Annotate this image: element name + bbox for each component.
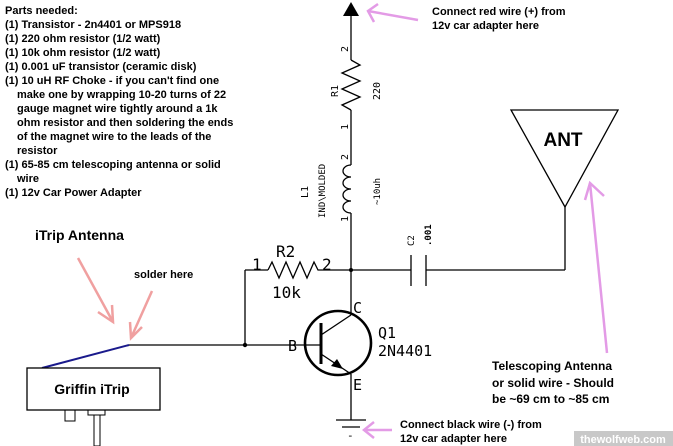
telescoping-note-line2: or solid wire - Should <box>492 376 614 390</box>
parts-line: resistor <box>17 145 58 157</box>
supply-rail <box>340 2 362 315</box>
parts-line: (1) Transistor - 2n4401 or MPS918 <box>5 19 181 31</box>
parts-line: (1) 0.001 uF transistor (ceramic disk) <box>5 61 197 73</box>
parts-title: Parts needed: <box>5 5 78 17</box>
itrip-connector <box>64 409 76 422</box>
ground-icon <box>336 419 366 428</box>
q1-part-label: 2N4401 <box>378 342 432 360</box>
watermark: thewolfweb.com <box>580 434 666 446</box>
parts-line: (1) 12v Car Power Adapter <box>5 187 142 199</box>
l1-pin2-label: 2 <box>340 154 351 160</box>
r1-ref-label: R1 <box>330 85 341 97</box>
parts-line: wire <box>16 173 39 185</box>
parts-line: ohm resistor and then soldering the ends <box>17 117 233 129</box>
l1-pin1-label: 1 <box>340 216 351 222</box>
itrip-antenna-wire <box>41 344 130 369</box>
q1-ref-label: Q1 <box>378 324 396 342</box>
black-wire-note-line2: 12v car adapter here <box>400 433 507 445</box>
watermark-bg <box>574 431 673 446</box>
black-wire-note-line1: Connect black wire (-) from <box>400 419 542 431</box>
l1-ref-label: L1 <box>300 186 311 198</box>
parts-line: of the magnet wire to the leads of the <box>17 131 211 143</box>
itrip-antenna-label: iTrip Antenna <box>35 227 124 243</box>
annotation-arrows <box>76 2 609 439</box>
parts-line: gauge magnet wire tightly around a 1k <box>17 103 218 115</box>
telescoping-note-line1: Telescoping Antenna <box>492 359 612 373</box>
red-wire-note-line1: Connect red wire (+) from <box>432 6 566 18</box>
r2-pin2-label: 2 <box>322 255 332 274</box>
emitter-label: E <box>353 376 362 394</box>
parts-line: (1) 220 ohm resistor (1/2 watt) <box>5 33 161 45</box>
parts-line: make one by wrapping 10-20 turns of 22 <box>17 89 226 101</box>
r2-pin1-label: 1 <box>252 255 262 274</box>
parts-line: (1) 65-85 cm telescoping antenna or soli… <box>5 159 221 171</box>
r2-value-label: 10k <box>272 283 301 302</box>
parts-line: (1) 10 uH RF Choke - if you can't find o… <box>5 75 219 87</box>
c2-value-label: .001 <box>424 224 434 246</box>
base-label: B <box>288 337 297 355</box>
l1-value-label: ~10uh <box>373 178 383 205</box>
collector-label: C <box>353 299 362 317</box>
q1-transistor <box>129 309 373 420</box>
r1-pin1-label: 1 <box>340 124 351 130</box>
l1-inductor <box>342 164 352 214</box>
l1-type-label: IND\MOLDED <box>318 164 328 218</box>
r2-resistor <box>267 260 351 280</box>
c2-ref-label: C2 <box>407 235 417 246</box>
ground-minus-label: - <box>347 429 354 442</box>
vcc-arrow-icon <box>343 2 359 16</box>
r2-ref-label: R2 <box>276 242 295 261</box>
r1-value-label: 220 <box>372 82 383 100</box>
telescoping-note-line3: be ~69 cm to ~85 cm <box>492 392 609 406</box>
solder-here-label: solder here <box>134 269 193 281</box>
r1-resistor <box>340 59 362 111</box>
parts-list: Parts needed: (1) Transistor - 2n4401 or… <box>5 5 233 199</box>
antenna-label: ANT <box>543 130 582 151</box>
parts-line: (1) 10k ohm resistor (1/2 watt) <box>5 47 161 59</box>
antenna-symbol <box>509 109 620 209</box>
griffin-itrip-label: Griffin iTrip <box>54 381 129 397</box>
r1-pin2-label: 2 <box>340 46 351 52</box>
red-wire-note-line2: 12v car adapter here <box>432 20 539 32</box>
